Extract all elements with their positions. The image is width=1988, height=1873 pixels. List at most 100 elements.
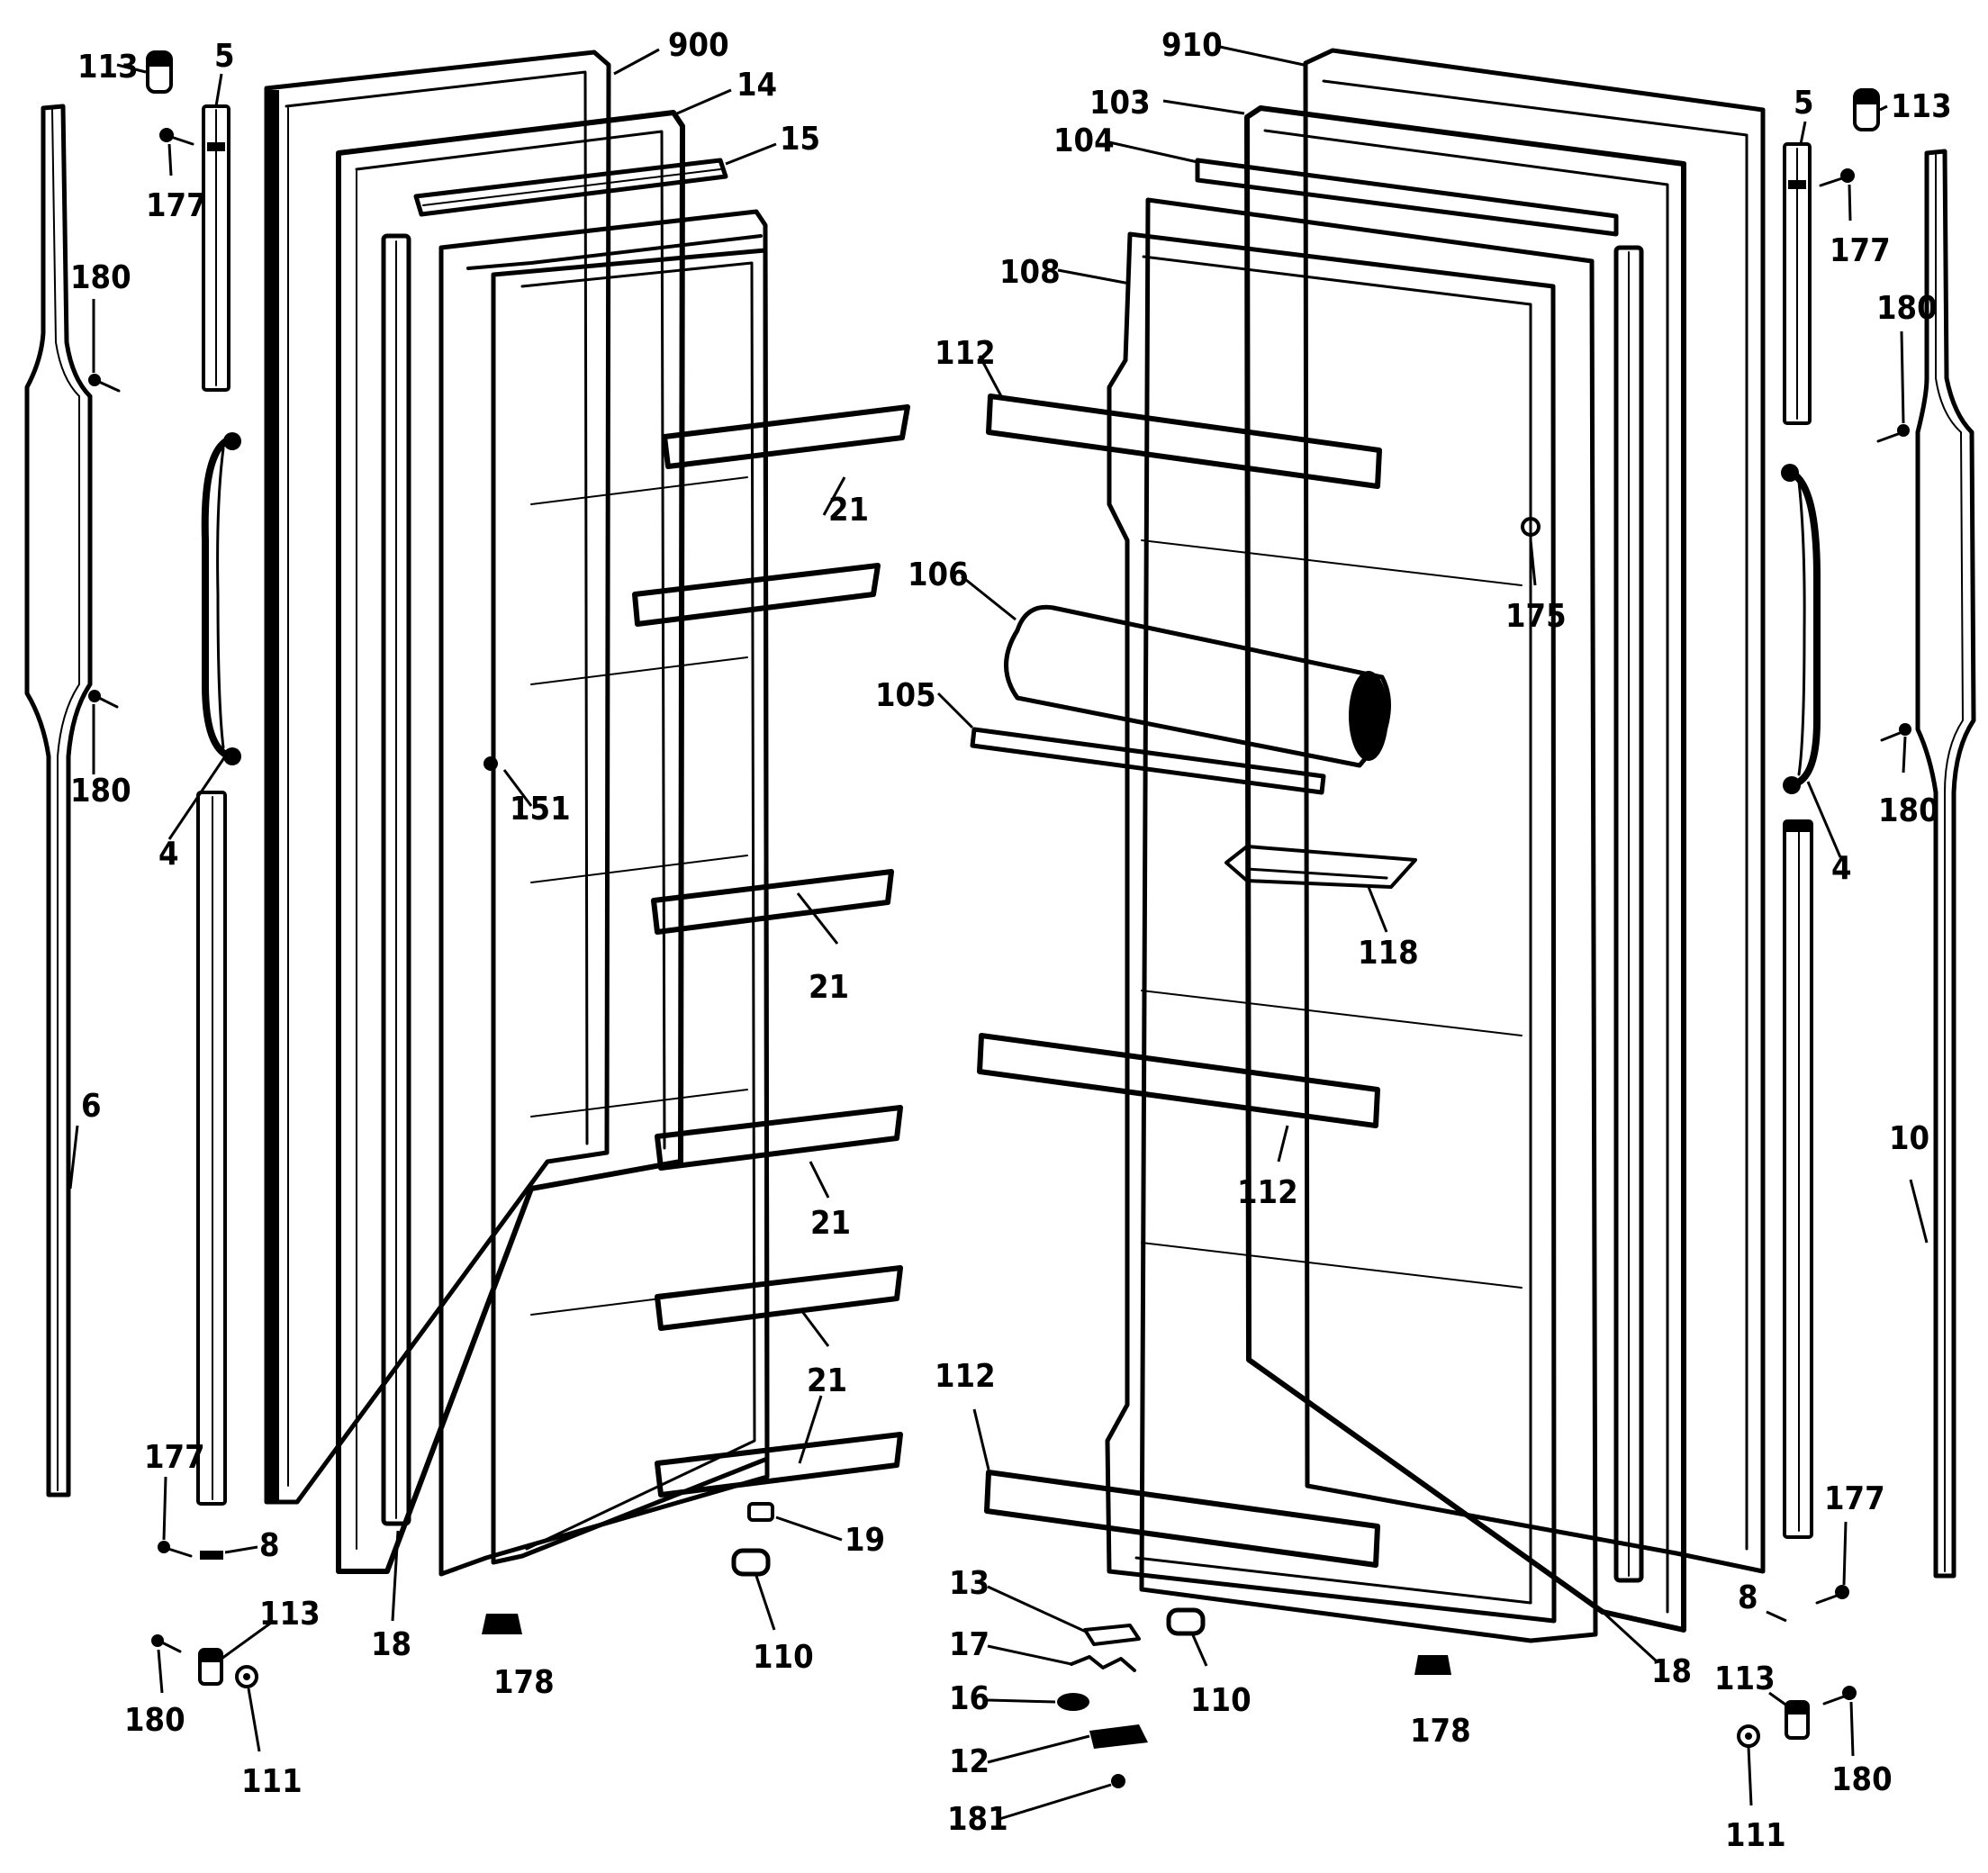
clip-19 xyxy=(747,1502,774,1522)
label-111: 111 xyxy=(241,1763,303,1800)
gasket-frame-103 xyxy=(1244,105,1686,1633)
screw-151 xyxy=(483,756,498,771)
top-channel-15 xyxy=(413,158,728,217)
label-108: 108 xyxy=(999,254,1061,291)
label-181: 181 xyxy=(947,1801,1008,1838)
label-21: 21 xyxy=(809,969,849,1006)
handle-right xyxy=(1781,464,1821,794)
handle-left xyxy=(201,432,241,765)
bushing-111-left xyxy=(235,1665,258,1688)
label-21: 21 xyxy=(828,492,869,529)
label-5: 5 xyxy=(214,38,235,75)
inner-liner-left xyxy=(438,209,770,1577)
label-180: 180 xyxy=(1878,792,1939,829)
label-21: 21 xyxy=(807,1362,847,1399)
label-151: 151 xyxy=(510,791,571,828)
label-17: 17 xyxy=(949,1626,989,1663)
screw-177-lower-left xyxy=(158,1541,193,1558)
label-113: 113 xyxy=(1714,1660,1776,1697)
label-177: 177 xyxy=(1824,1480,1885,1517)
label-18: 18 xyxy=(1651,1653,1692,1690)
label-112: 112 xyxy=(1237,1174,1298,1211)
label-15: 15 xyxy=(780,121,820,158)
side-strip-18-left xyxy=(381,233,411,1526)
label-178: 178 xyxy=(493,1664,555,1701)
label-112: 112 xyxy=(935,1358,996,1395)
screw-180-lower-right xyxy=(1822,1686,1857,1706)
label-110: 110 xyxy=(1190,1682,1252,1719)
label-16: 16 xyxy=(949,1680,989,1717)
tray-118 xyxy=(1224,845,1417,889)
bin-106 xyxy=(1004,604,1391,768)
label-104: 104 xyxy=(1053,122,1115,159)
cap-113-top-right xyxy=(1853,88,1880,131)
door-shelves-21 xyxy=(632,404,910,1497)
label-4: 4 xyxy=(1831,850,1852,887)
label-118: 118 xyxy=(1358,935,1419,972)
label-180: 180 xyxy=(124,1702,185,1739)
hinge-rail-lower-left xyxy=(196,791,227,1560)
cam-110-left xyxy=(731,1548,771,1577)
gasket-frame-14 xyxy=(336,110,685,1574)
label-14: 14 xyxy=(736,67,777,104)
stop-178-left xyxy=(482,1614,522,1634)
label-8: 8 xyxy=(259,1527,280,1564)
label-103: 103 xyxy=(1089,85,1151,122)
label-113: 113 xyxy=(77,49,139,86)
label-13: 13 xyxy=(949,1565,989,1602)
screw-180-mid-right xyxy=(1880,723,1911,742)
screw-180-upper-right xyxy=(1876,424,1910,443)
label-177: 177 xyxy=(144,1439,205,1476)
screw-180-mid-left xyxy=(88,690,119,709)
label-21: 21 xyxy=(810,1205,851,1242)
cap-113-lower-right xyxy=(1785,1700,1810,1740)
cam-110-right xyxy=(1166,1607,1206,1636)
label-180: 180 xyxy=(1831,1761,1893,1798)
inner-liner-108 xyxy=(1105,197,1598,1643)
label-4: 4 xyxy=(158,836,179,873)
label-18: 18 xyxy=(371,1626,411,1663)
label-910: 910 xyxy=(1161,27,1223,64)
label-113: 113 xyxy=(259,1596,321,1633)
cap-113-lower-left xyxy=(198,1648,223,1686)
label-177: 177 xyxy=(1830,232,1891,269)
screw-180-upper-left xyxy=(88,374,121,393)
label-180: 180 xyxy=(70,773,131,810)
shelf-105 xyxy=(970,727,1326,795)
screw-177-top-left xyxy=(159,128,194,146)
trim-strip-left xyxy=(24,104,93,1497)
label-5: 5 xyxy=(1794,85,1814,122)
hinge-top-left xyxy=(202,104,230,392)
label-177: 177 xyxy=(146,187,207,224)
label-6: 6 xyxy=(81,1088,102,1125)
label-12: 12 xyxy=(949,1743,989,1780)
trim-strip-right xyxy=(1915,149,1976,1579)
label-8: 8 xyxy=(1738,1579,1758,1616)
label-19: 19 xyxy=(845,1522,885,1559)
label-106: 106 xyxy=(908,556,969,593)
leader-lines xyxy=(68,45,1929,1821)
label-900: 900 xyxy=(668,27,729,64)
hinge-rail-lower-right xyxy=(1783,819,1813,1539)
label-10: 10 xyxy=(1889,1120,1929,1157)
label-112: 112 xyxy=(935,335,996,372)
hinge-top-right xyxy=(1783,142,1812,425)
right-door-assembly xyxy=(970,48,1976,1788)
outer-door-910 xyxy=(1303,48,1766,1574)
side-strip-18-right xyxy=(1613,245,1644,1583)
part-labels: 113 5 177 180 180 4 6 177 8 113 180 111 … xyxy=(70,27,1952,1854)
label-180: 180 xyxy=(70,259,131,296)
door-shelves-112 xyxy=(977,394,1382,1568)
hinge-parts-lower-right xyxy=(1057,1624,1148,1788)
label-105: 105 xyxy=(875,677,936,714)
label-178: 178 xyxy=(1410,1713,1471,1750)
top-channel-104 xyxy=(1195,158,1619,237)
label-110: 110 xyxy=(753,1639,814,1676)
left-door-assembly xyxy=(24,50,910,1688)
label-113: 113 xyxy=(1891,88,1952,125)
label-111: 111 xyxy=(1725,1817,1786,1854)
stop-178-right xyxy=(1414,1655,1451,1675)
cap-113-top-left xyxy=(146,50,173,94)
label-175: 175 xyxy=(1505,598,1567,635)
